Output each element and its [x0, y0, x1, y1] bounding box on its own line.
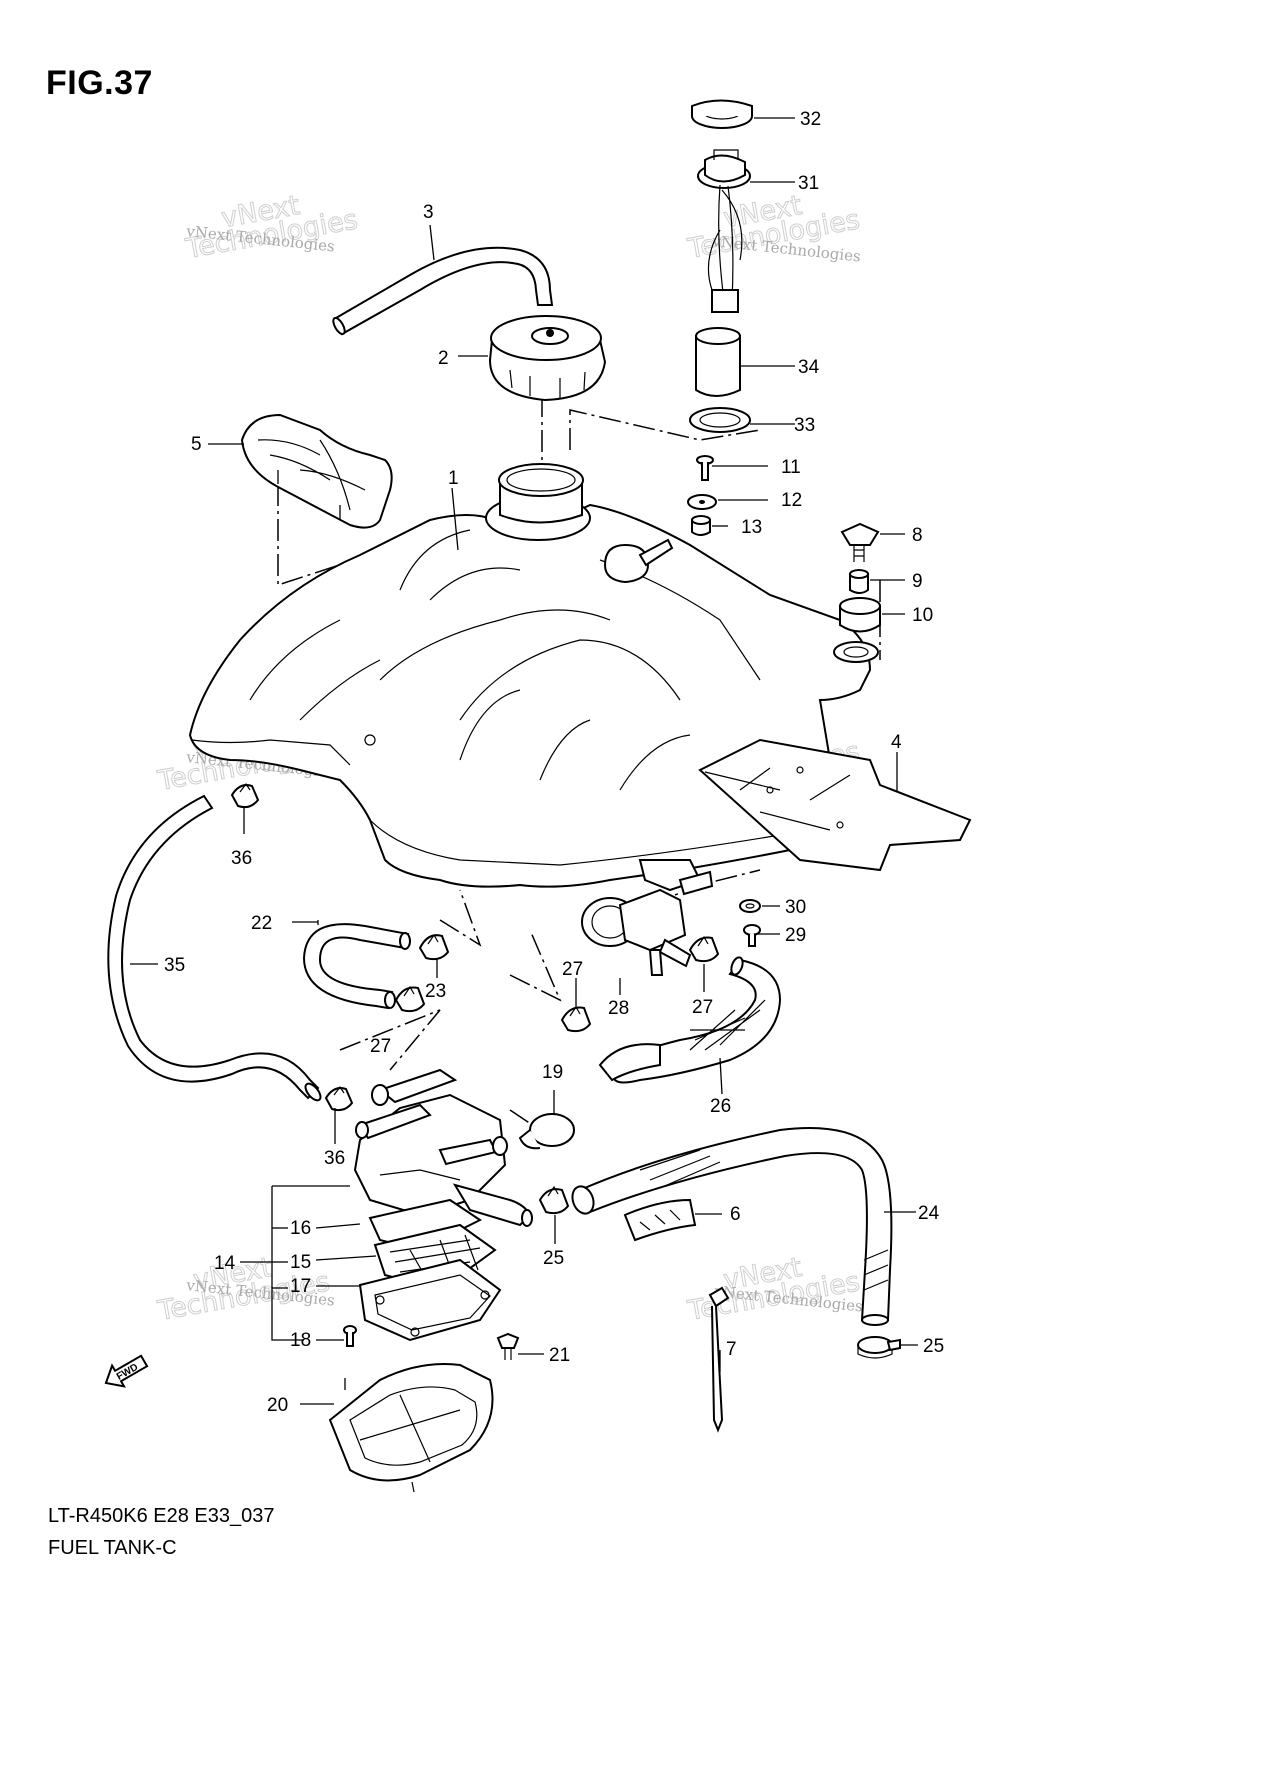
callout-11: 11: [781, 457, 801, 478]
diagram-caption: FUEL TANK-C: [48, 1537, 177, 1559]
clamp-part-36-lower: [324, 1085, 354, 1112]
pump-body-part-14: [353, 1068, 533, 1227]
bolt-part-8: [840, 522, 880, 562]
float-part-34: [695, 327, 741, 397]
cap-part-19: [518, 1113, 575, 1150]
callout-23: 23: [425, 981, 446, 1002]
callout-9: 9: [912, 571, 923, 592]
callout-28: 28: [608, 998, 629, 1019]
callout-16: 16: [290, 1218, 311, 1239]
guard-part-20: [328, 1363, 494, 1493]
cover-part-17: [358, 1258, 502, 1342]
callout-25-left: 25: [543, 1248, 564, 1269]
fwd-label: FWD: [115, 1362, 140, 1383]
figure-title: FIG.37: [46, 64, 153, 102]
callout-36-upper: 36: [231, 848, 252, 869]
callout-35: 35: [164, 955, 185, 976]
callout-33: 33: [794, 415, 815, 436]
callout-2: 2: [438, 348, 449, 369]
pad-part-5: [240, 413, 393, 529]
callout-10: 10: [912, 605, 933, 626]
callout-24: 24: [918, 1203, 940, 1224]
cable-tie-part-7: [708, 1286, 730, 1433]
callout-8: 8: [912, 525, 923, 546]
collar-part-9: [849, 569, 869, 594]
bolt-part-21: [496, 1332, 520, 1360]
elbow-hose-part-22: [302, 923, 411, 1010]
callout-4: 4: [891, 732, 902, 753]
sender-unit-part-31: [697, 149, 751, 313]
leader-lines: [130, 117, 918, 1405]
clamp-part-25-right: [857, 1336, 901, 1359]
breather-hose-part-3: [332, 246, 554, 336]
clip-part-6: [623, 1198, 697, 1242]
clamp-part-27-right: [688, 935, 720, 963]
screw-part-11: [696, 455, 714, 481]
callout-labels: 3 2 5 1 32 31 34 33 11 12 13 8 9 10 4 36…: [164, 109, 944, 1416]
callout-27-left: 27: [370, 1036, 391, 1057]
callout-31: 31: [798, 173, 819, 194]
clamp-part-36-upper: [230, 782, 260, 809]
callout-7: 7: [726, 1339, 737, 1360]
callout-18: 18: [290, 1330, 311, 1351]
callout-27-right: 27: [692, 997, 713, 1018]
clamp-part-25-left: [538, 1185, 570, 1215]
callout-22: 22: [251, 913, 272, 934]
callout-5: 5: [191, 434, 202, 455]
callout-13: 13: [741, 517, 762, 538]
callout-6: 6: [730, 1204, 741, 1225]
callout-36-lower: 36: [324, 1148, 345, 1169]
nut-part-13: [691, 515, 711, 536]
callout-26: 26: [710, 1096, 731, 1117]
washer-part-12: [687, 494, 717, 510]
hose-part-26: [598, 956, 782, 1084]
clamp-part-27-left: [394, 985, 426, 1013]
forward-arrow-icon: FWD: [104, 1354, 149, 1388]
cushion-part-10: [839, 597, 881, 633]
diagram-code: LT-R450K6 E28 E33_037: [48, 1505, 275, 1527]
callout-34: 34: [798, 357, 820, 378]
hose-part-35: [107, 794, 322, 1102]
callout-30: 30: [785, 897, 806, 918]
callout-12: 12: [781, 490, 802, 511]
callout-1: 1: [448, 468, 459, 489]
clamp-part-23: [418, 933, 450, 961]
screw-part-29: [743, 924, 761, 947]
clamp-part-27-middle: [560, 1005, 592, 1033]
callout-29: 29: [785, 925, 806, 946]
callout-14: 14: [214, 1253, 236, 1274]
callout-27-middle: 27: [562, 959, 583, 980]
sender-seal-part-32: [691, 99, 753, 129]
callout-19: 19: [542, 1062, 563, 1083]
callout-32: 32: [800, 109, 821, 130]
callout-21: 21: [549, 1345, 570, 1366]
callout-25-right: 25: [923, 1336, 944, 1357]
callout-3: 3: [423, 202, 434, 223]
callout-17: 17: [290, 1276, 311, 1297]
fuel-tank-part-1: [188, 463, 879, 888]
fuel-cap-part-2: [488, 315, 607, 402]
washer-part-30: [739, 899, 761, 913]
callout-15: 15: [290, 1252, 311, 1273]
fuel-valve-part-28: [581, 859, 714, 976]
hose-part-24: [571, 1127, 893, 1326]
screw-part-18: [343, 1325, 357, 1347]
shield-sheet-part-4: [698, 738, 972, 872]
gasket-part-33: [689, 407, 751, 433]
callout-20: 20: [267, 1395, 288, 1416]
